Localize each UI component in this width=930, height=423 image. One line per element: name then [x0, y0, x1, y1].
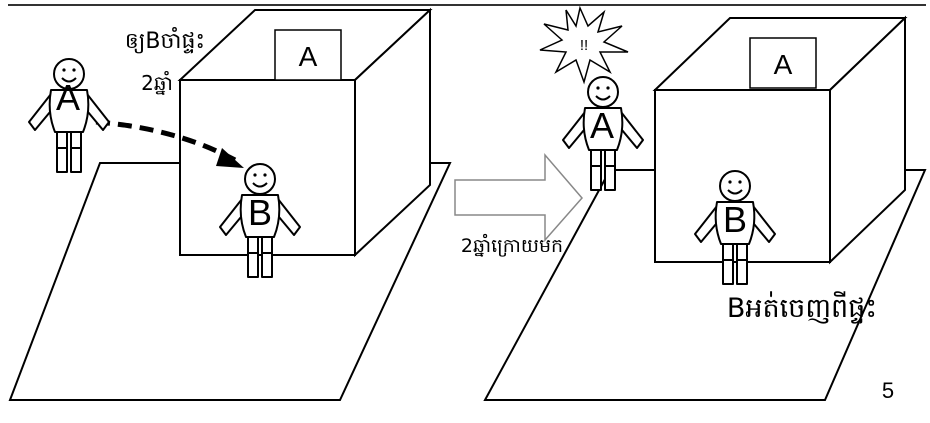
person-b-right-label: B: [723, 199, 747, 240]
exclamation-burst: [539, 5, 629, 85]
right-caption: Bអត់ចេញពីផ្ទះ: [727, 291, 877, 324]
left-box-sign-label: A: [299, 41, 318, 72]
move-arrow-head: [216, 148, 244, 168]
person-b-left-label: B: [248, 192, 272, 233]
left-caption-line1: ឲ្យBចាំផ្ទះ: [125, 27, 205, 54]
move-arrow-line: [95, 119, 237, 163]
transition-arrow: [454, 152, 583, 242]
left-caption-line2: 2ឆ្នាំ: [141, 70, 173, 95]
exclamation-text: !!: [580, 37, 588, 54]
left-box-sign: [274, 29, 342, 81]
transition-caption: 2ឆ្នាំក្រោយមក: [461, 233, 563, 257]
person-a-left-label: A: [56, 77, 80, 118]
right-box-sign: [749, 37, 817, 89]
person-a-right-label: A: [590, 105, 614, 146]
right-scene: A !! A B Bអត់ចេញពីផ្ទះ: [483, 5, 927, 401]
page-number: 5: [882, 378, 894, 403]
left-scene: A A B ឲ្យBចាំផ្ទះ 2ឆ្នាំ: [8, 7, 452, 401]
right-box-sign-label: A: [774, 49, 793, 80]
